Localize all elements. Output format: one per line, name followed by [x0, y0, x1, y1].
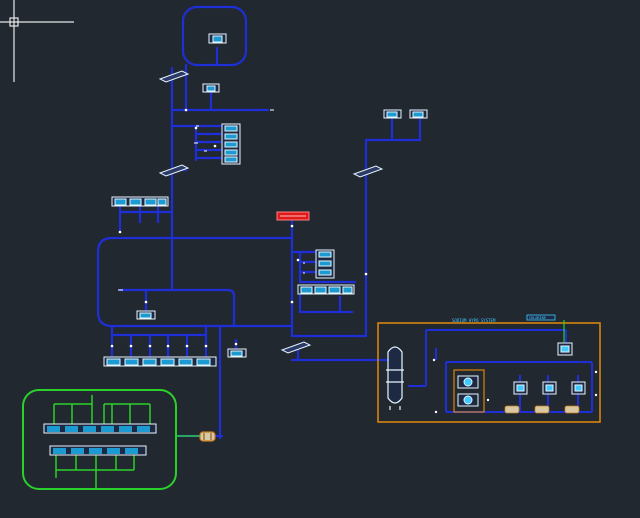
green-region[interactable]: [22, 389, 200, 490]
pump-icon[interactable]: [457, 393, 479, 407]
crosshair-icon: [0, 0, 74, 82]
flange-marker: [158, 70, 190, 83]
equipment-stack[interactable]: [315, 249, 335, 279]
equipment-block[interactable]: [136, 310, 156, 320]
equipment-row[interactable]: [297, 284, 355, 295]
instrument-icon[interactable]: [513, 381, 528, 395]
equipment-block[interactable]: [383, 109, 402, 119]
flange-marker: [158, 164, 190, 177]
alert-block[interactable]: [276, 211, 310, 221]
equipment-row[interactable]: [111, 196, 169, 207]
flange-marker: [280, 341, 312, 354]
equipment-block[interactable]: [208, 33, 227, 44]
flow-markers: [110, 108, 368, 348]
pipe-network: [96, 5, 422, 440]
pump-icon[interactable]: [457, 375, 479, 389]
skid-label: SODIUM HYPO SYSTEM: [452, 318, 496, 323]
equipment-row[interactable]: [103, 356, 217, 367]
pipe-network-ticks: [118, 109, 305, 291]
skid-tag: CHLORINE: [529, 316, 546, 320]
equipment-stack[interactable]: [221, 123, 241, 165]
valve-icon[interactable]: [199, 431, 216, 442]
instrument-icon[interactable]: [571, 381, 586, 395]
instrument-icon[interactable]: [542, 381, 557, 395]
equipment-block[interactable]: [227, 348, 247, 358]
flange-marker: [352, 165, 384, 178]
vertical-tank-icon: [386, 346, 404, 410]
equipment-block[interactable]: [202, 83, 220, 93]
orange-skid[interactable]: SODIUM HYPO SYSTEM CHLORINE: [377, 314, 601, 423]
equipment-block[interactable]: [409, 109, 428, 119]
equipment-row[interactable]: [43, 423, 157, 434]
instrument-icon[interactable]: [557, 342, 573, 356]
valve-icon[interactable]: [504, 405, 580, 414]
flange-markers: [158, 70, 384, 354]
equipment-blocks[interactable]: [103, 33, 428, 367]
